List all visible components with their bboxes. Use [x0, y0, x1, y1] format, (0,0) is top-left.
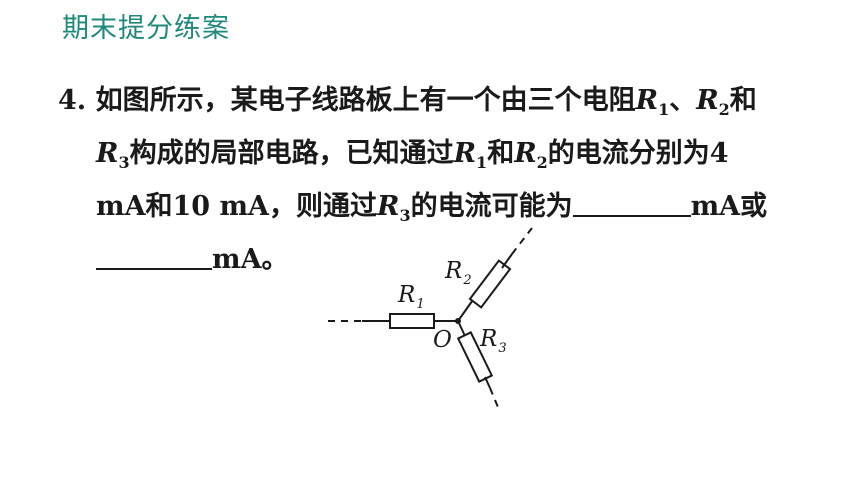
text-segment: mA或 [690, 191, 768, 222]
junction-node [455, 318, 461, 324]
symbol-r1: R1 [635, 85, 670, 119]
symbol-r2: R2 [696, 85, 730, 119]
question-line-3: mA和10 mA，则通过R3的电流可能为 mA或 [58, 182, 798, 235]
wire-down-dashed [489, 387, 501, 413]
text-segment: 、 [669, 85, 697, 116]
text-segment: 的电流分别为4 [547, 138, 729, 169]
text-segment: mA。 [212, 244, 289, 275]
symbol-r1: R1 [453, 138, 488, 172]
label-node-o: O [433, 327, 452, 353]
resistor-r2 [468, 259, 512, 309]
question-line-2: R3构成的局部电路，已知通过R1和R2的电流分别为4 [58, 129, 798, 182]
symbol-r3: R3 [377, 191, 411, 225]
symbol-r3: R3 [96, 138, 130, 172]
text-segment: 如图所示，某电子线路板上有一个由三个电阻 [95, 85, 636, 116]
text-segment: 的电流可能为 [410, 191, 573, 222]
question-text: 4. 如图所示，某电子线路板上有一个由三个电阻R1、R2和 R3构成的局部电路，… [58, 76, 798, 285]
label-r1: R1 [397, 282, 425, 312]
wire-up-outer [501, 253, 513, 269]
question-dot: . [76, 85, 87, 116]
text-segment: 和 [729, 85, 757, 116]
answer-blank-1[interactable] [572, 187, 691, 217]
question-line-1: 4. 如图所示，某电子线路板上有一个由三个电阻R1、R2和 [58, 76, 798, 129]
wire-down-outer [484, 376, 491, 389]
header-title: 期末提分练案 [62, 13, 230, 44]
wire-up-dashed [511, 227, 533, 255]
answer-blank-2[interactable] [96, 240, 212, 270]
symbol-r2: R2 [514, 138, 548, 172]
label-r2: R2 [444, 258, 472, 288]
question-line-4: mA。 [58, 235, 798, 285]
text-segment: 和 [487, 138, 515, 169]
text-segment: mA和10 mA，则通过 [96, 191, 378, 222]
text-segment: 构成的局部电路，已知通过 [129, 138, 454, 169]
resistor-r1 [389, 313, 435, 329]
question-number: 4 [58, 85, 77, 116]
label-r3: R3 [479, 326, 507, 356]
